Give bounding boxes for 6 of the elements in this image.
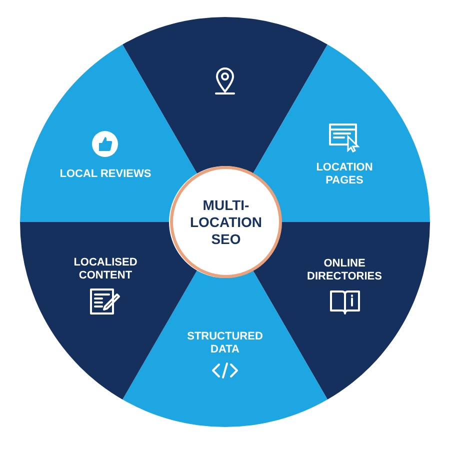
center-label: MULTI-LOCATION SEO xyxy=(188,196,264,248)
segment-label: LOCALISED CONTENT xyxy=(72,256,138,282)
segment-label: LOCAL REVIEWS xyxy=(60,168,152,181)
segment-label: LOCATION PAGES xyxy=(315,162,374,188)
segment-label: STRUCTURED DATA xyxy=(186,330,264,356)
segment-label: ONLINE DIRECTORIES xyxy=(306,258,383,284)
